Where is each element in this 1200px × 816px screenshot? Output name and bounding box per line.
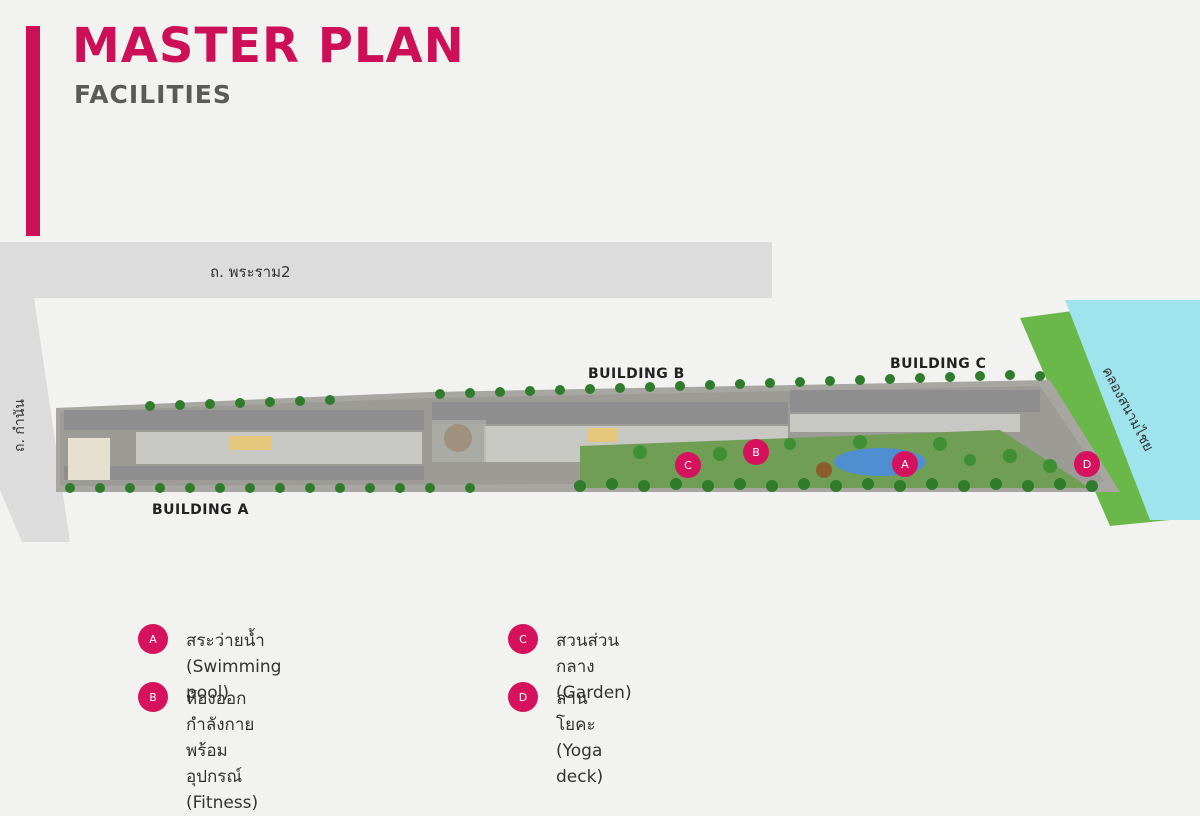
side-road-label: ถ. กำนัน bbox=[12, 399, 28, 452]
building-b-label: BUILDING B bbox=[588, 366, 685, 382]
building-a-block bbox=[64, 410, 424, 480]
legend-item-a: A สระว่ายน้ำ (Swimming pool) bbox=[138, 624, 282, 706]
page-subtitle: FACILITIES bbox=[74, 80, 232, 109]
legend-item-d: D ลานโยคะ (Yoga deck) bbox=[508, 682, 604, 790]
map-marker-d: D bbox=[1074, 451, 1100, 477]
legend-marker-a: A bbox=[138, 624, 168, 654]
legend-marker-b: B bbox=[138, 682, 168, 712]
legend-item-c: C สวนส่วนกลาง (Garden) bbox=[508, 624, 632, 706]
central-garden bbox=[580, 430, 1090, 488]
svg-text:B: B bbox=[752, 446, 760, 459]
main-road bbox=[0, 242, 772, 298]
svg-text:D: D bbox=[1083, 458, 1091, 471]
master-plan-map: ถ. พระราม2 ถ. กำนัน คลองสนามไชย bbox=[0, 242, 1200, 542]
svg-text:A: A bbox=[901, 458, 909, 471]
map-marker-b: B bbox=[743, 439, 769, 465]
legend-item-b: B ห้องออกกำลังกายพร้อมอุปกรณ์ (Fitness) bbox=[138, 682, 259, 816]
garden-pavilion bbox=[816, 462, 832, 478]
legend-label-c: สวนส่วนกลาง (Garden) bbox=[556, 631, 632, 703]
legend-label-b: ห้องออกกำลังกายพร้อมอุปกรณ์ (Fitness) bbox=[186, 689, 259, 813]
map-marker-a: A bbox=[892, 451, 918, 477]
canal bbox=[1065, 300, 1200, 520]
main-road-label: ถ. พระราม2 bbox=[210, 263, 291, 281]
page-title: MASTER PLAN bbox=[72, 18, 465, 74]
svg-text:C: C bbox=[684, 459, 692, 472]
legend-marker-c: C bbox=[508, 624, 538, 654]
plaza-paving bbox=[432, 420, 486, 462]
legend-label-d: ลานโยคะ (Yoga deck) bbox=[556, 689, 604, 787]
map-marker-c: C bbox=[675, 452, 701, 478]
tree-row-top bbox=[145, 370, 1045, 411]
building-a-label: BUILDING A bbox=[152, 502, 249, 518]
tree-row-bottom bbox=[65, 478, 1098, 493]
garden-trees bbox=[633, 435, 1057, 473]
building-c-label: BUILDING C bbox=[890, 356, 986, 372]
title-accent-bar bbox=[26, 26, 40, 236]
legend-label-a: สระว่ายน้ำ (Swimming pool) bbox=[186, 631, 282, 703]
side-road bbox=[0, 298, 70, 542]
legend-marker-d: D bbox=[508, 682, 538, 712]
building-c-block bbox=[790, 390, 1040, 432]
